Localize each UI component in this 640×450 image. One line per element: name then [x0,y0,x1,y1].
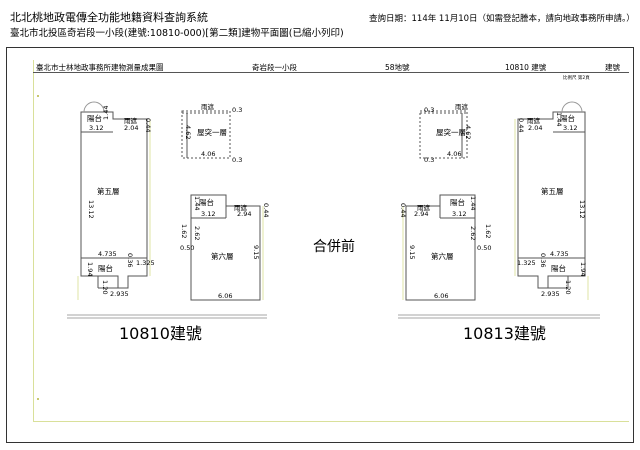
corner-mark [37,95,39,97]
plan-frame [33,60,629,422]
right-f5-balcony-bottom: 陽台 [551,263,566,273]
right-f6-dim: 0.44 [399,203,407,217]
left-f6-dim: 3.12 [201,210,215,218]
left-f6-canopy: 雨遮 [234,203,248,212]
corner-mark [37,398,39,400]
right-f6-dim: 2.62 [469,226,477,240]
left-f6-dim: 2.62 [193,226,201,240]
right-roof-canopy: 雨遮 [455,102,469,111]
right-f5-dim: 2.04 [528,124,542,132]
scale-note: 比例尺 第2頁 [563,76,590,81]
left-roof-dim: 0.3 [232,156,242,164]
left-f6-dim: 2.94 [237,210,251,218]
merge-status-label: 合併前 [313,239,355,255]
building-number-label: 10810 建號 [505,63,547,72]
right-f6-dim: 6.06 [434,292,448,300]
right-f6-dim: 2.94 [414,210,428,218]
left-f5-balcony-bottom: 陽台 [98,263,113,273]
left-f5-dim: 4.735 [98,250,117,258]
survey-office-label: 臺北市士林地政事務所建物測量成果圖 [36,63,164,72]
right-f5-dim: 1.44 [555,112,563,126]
right-rooftop-outline [419,110,468,159]
left-f6-dim: 1.62 [180,224,188,238]
right-f5-dim: 1.94 [579,262,587,276]
lot-label: 58地號 [385,63,410,72]
right-floor6-outline [405,194,476,301]
right-f5-dim: 4.735 [550,250,569,258]
right-f5-canopy: 雨遮 [527,116,541,125]
left-f6-floor-name: 第六層 [211,251,234,261]
right-f5-balcony-top: 陽台 [560,113,575,123]
building-label: 建號 [605,63,620,72]
left-door-arc [83,101,105,113]
left-f6-dim: 0.44 [262,203,270,217]
left-f5-dim: 0.36 [126,253,134,267]
right-door-arc [561,101,583,113]
right-f6-balcony: 陽台 [450,197,465,207]
left-roof-dim: 0.3 [232,106,242,114]
system-title: 北北桃地政電傳全功能地籍資料查詢系統 [10,11,208,24]
right-roof-dim: 0.3 [424,106,434,114]
left-floor6-outline [190,194,261,301]
left-f5-balcony-top: 陽台 [87,113,102,123]
left-f5-dim: 1.44 [102,106,110,120]
right-f6-dim: 1.62 [484,224,492,238]
left-f5-dim: 13.12 [87,200,95,219]
left-f5-dim: 0.44 [144,118,152,132]
right-roof-dim: 4.06 [447,150,461,158]
right-f6-floor-name: 第六層 [431,251,454,261]
left-building-caption: 10810建號 [119,324,202,343]
left-floor5-outline [80,111,148,289]
right-f5-dim: 2.935 [541,290,560,298]
section-label: 奇岩段一小段 [252,63,297,72]
left-f6-dim: 0.50 [180,244,194,252]
right-f5-dim: 3.12 [563,124,577,132]
query-date: 查詢日期：114年 11月10日（如需登記謄本，請向地政事務所申請。） [369,14,635,24]
document-subtitle: 臺北市北投區奇岩段一小段(建號:10810-000)[第二類]建物平面圖(已縮小… [10,28,344,39]
left-rooftop-outline [181,110,231,159]
left-f6-dim: 6.06 [218,292,232,300]
left-f5-canopy: 雨遮 [124,116,138,125]
right-f5-dim: 13.12 [578,200,586,219]
left-f6-dim: 1.44 [193,196,201,210]
right-building-caption: 10813建號 [463,324,546,343]
left-roof-canopy: 雨遮 [201,102,215,111]
right-f5-dim: 0.36 [539,253,547,267]
left-f5-dim: 2.04 [124,124,138,132]
left-f6-balcony: 陽台 [199,197,214,207]
right-f6-dim: 9.15 [408,245,416,259]
left-f5-floor-name: 第五層 [97,186,120,196]
right-floor5-outline [517,111,586,289]
left-f6-dim: 9.15 [252,245,260,259]
right-f6-canopy: 雨遮 [417,203,431,212]
left-roof-dim: 4.62 [184,125,192,139]
right-f5-dim: 1.325 [517,259,536,267]
right-f6-dim: 1.44 [469,196,477,210]
right-f5-dim: 1.20 [564,280,572,294]
right-roof-dim: 4.62 [464,125,472,139]
left-roof-dim: 4.06 [201,150,215,158]
sheet-header-rule [33,72,629,73]
right-f6-dim: 3.12 [452,210,466,218]
left-f5-dim: 1.20 [101,280,109,294]
plan-sheet-border [6,47,634,443]
left-f5-dim: 3.12 [89,124,103,132]
right-roof-name: 屋突一層 [436,127,466,137]
right-f5-dim: 0.44 [517,118,525,132]
left-f5-dim: 2.935 [110,290,129,298]
left-f5-dim: 1.325 [136,259,155,267]
right-f5-floor-name: 第五層 [541,186,564,196]
left-f5-dim: 1.94 [86,262,94,276]
right-f6-dim: 0.50 [477,244,491,252]
right-roof-dim: 0.3 [424,156,434,164]
left-roof-name: 屋突一層 [197,127,227,137]
